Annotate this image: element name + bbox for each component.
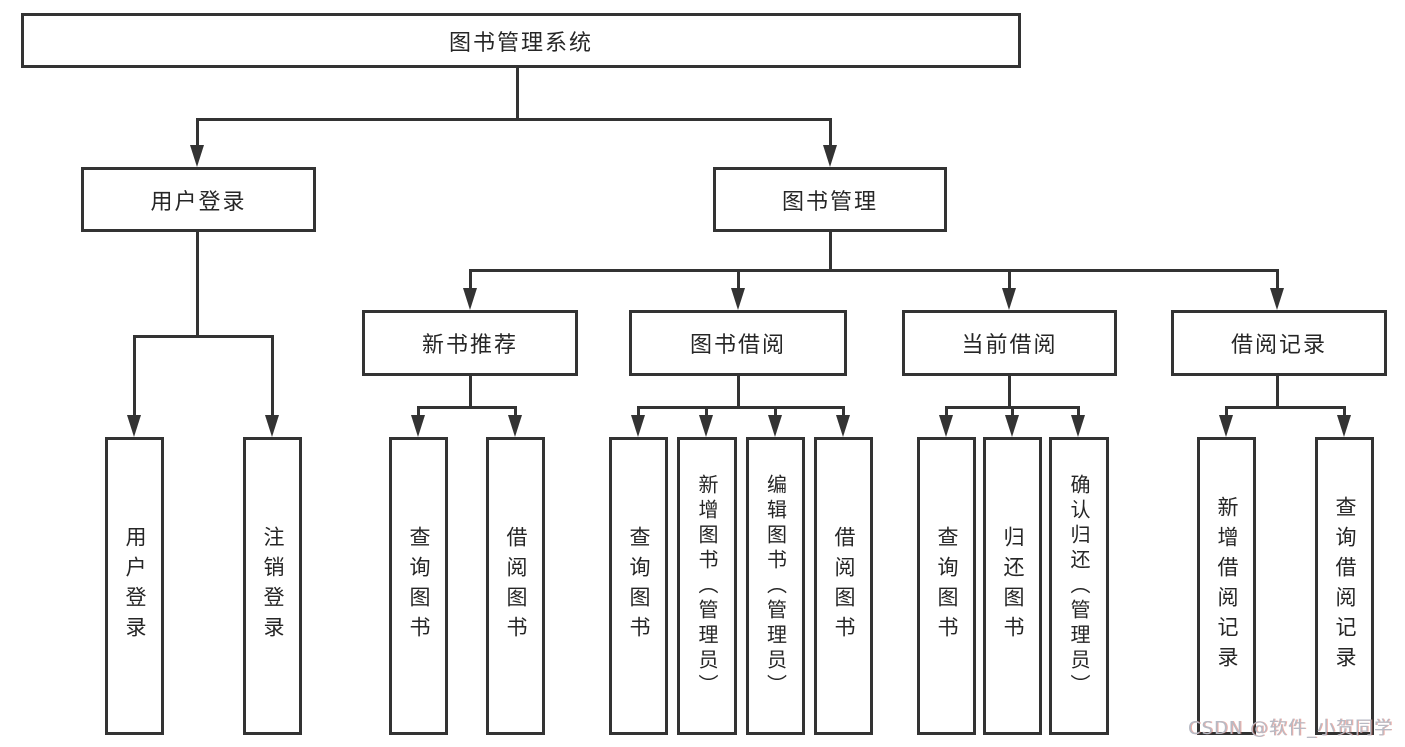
- connector-line: [196, 118, 831, 121]
- connector-line: [133, 335, 274, 338]
- leaf-add-borrow-record: 新增借阅记录: [1197, 437, 1256, 735]
- arrowhead-icon: [411, 415, 425, 437]
- connector-line: [945, 406, 948, 418]
- arrowhead-icon: [463, 288, 477, 310]
- connector-line: [469, 376, 472, 408]
- arrowhead-icon: [1002, 288, 1016, 310]
- connector-line: [514, 406, 517, 418]
- leaf-query-books-current-label: 查询图书: [935, 526, 959, 646]
- connector-line: [829, 118, 832, 147]
- node-new-book-recommend-label: 新书推荐: [421, 333, 518, 358]
- arrowhead-icon: [731, 288, 745, 310]
- node-user-login: 用户登录: [81, 167, 316, 232]
- node-book-management-label: 图书管理: [781, 189, 878, 215]
- leaf-query-books-borrow: 查询图书: [609, 437, 668, 735]
- arrowhead-icon: [1337, 415, 1351, 437]
- connector-line: [1225, 406, 1346, 409]
- connector-line: [133, 335, 136, 418]
- node-borrow-records-label: 借阅记录: [1230, 333, 1327, 358]
- node-borrow-records: 借阅记录: [1171, 310, 1387, 376]
- leaf-borrow-books: 借阅图书: [814, 437, 873, 735]
- node-user-login-label: 用户登录: [150, 189, 247, 215]
- leaf-return-books-label: 归还图书: [1001, 526, 1025, 646]
- arrowhead-icon: [265, 415, 279, 437]
- connector-line: [417, 406, 420, 418]
- arrowhead-icon: [823, 145, 837, 167]
- arrowhead-icon: [190, 145, 204, 167]
- leaf-confirm-return-admin: 确认归还（管理员）: [1049, 437, 1109, 735]
- leaf-add-borrow-record-label: 新增借阅记录: [1215, 496, 1239, 676]
- connector-line: [417, 406, 517, 409]
- connector-line: [705, 406, 708, 418]
- node-root-system: 图书管理系统: [21, 13, 1021, 68]
- leaf-logout-label: 注销登录: [261, 526, 285, 646]
- leaf-logout: 注销登录: [243, 437, 302, 735]
- connector-line: [1276, 269, 1279, 291]
- connector-line: [829, 232, 832, 271]
- connector-line: [271, 335, 274, 418]
- arrowhead-icon: [836, 415, 850, 437]
- node-current-borrow-label: 当前借阅: [961, 333, 1058, 358]
- node-book-borrow: 图书借阅: [629, 310, 847, 376]
- node-root-label: 图书管理系统: [448, 30, 593, 56]
- arrowhead-icon: [631, 415, 645, 437]
- connector-line: [1276, 376, 1279, 408]
- arrowhead-icon: [1071, 415, 1085, 437]
- leaf-borrow-books-label: 借阅图书: [832, 526, 856, 646]
- connector-line: [737, 376, 740, 408]
- connector-line: [1225, 406, 1228, 418]
- connector-line: [1008, 376, 1011, 408]
- leaf-borrow-books-recommend: 借阅图书: [486, 437, 545, 735]
- leaf-edit-books-admin: 编辑图书（管理员）: [746, 437, 805, 735]
- leaf-edit-books-admin-label: 编辑图书（管理员）: [763, 473, 788, 699]
- connector-line: [1077, 406, 1080, 418]
- connector-line: [516, 68, 519, 119]
- leaf-query-borrow-record-label: 查询借阅记录: [1333, 496, 1357, 676]
- connector-line: [774, 406, 777, 418]
- leaf-query-books-current: 查询图书: [917, 437, 976, 735]
- leaf-user-login: 用户登录: [105, 437, 164, 735]
- node-new-book-recommend: 新书推荐: [362, 310, 578, 376]
- leaf-add-books-admin: 新增图书（管理员）: [677, 437, 737, 735]
- node-book-management: 图书管理: [713, 167, 947, 232]
- leaf-query-books-recommend-label: 查询图书: [407, 526, 431, 646]
- connector-line: [842, 406, 845, 418]
- connector-line: [469, 269, 472, 291]
- connector-line: [469, 269, 1279, 272]
- arrowhead-icon: [508, 415, 522, 437]
- arrowhead-icon: [939, 415, 953, 437]
- connector-line: [1343, 406, 1346, 418]
- arrowhead-icon: [1270, 288, 1284, 310]
- arrowhead-icon: [1005, 415, 1019, 437]
- connector-line: [196, 118, 199, 147]
- leaf-query-books-recommend: 查询图书: [389, 437, 448, 735]
- leaf-query-borrow-record: 查询借阅记录: [1315, 437, 1374, 735]
- connector-line: [637, 406, 845, 409]
- node-book-borrow-label: 图书借阅: [689, 333, 786, 358]
- connector-line: [637, 406, 640, 418]
- csdn-watermark: CSDN @软件_小贺同学: [1187, 718, 1393, 739]
- arrowhead-icon: [768, 415, 782, 437]
- connector-line: [196, 232, 199, 338]
- leaf-return-books: 归还图书: [983, 437, 1042, 735]
- leaf-add-books-admin-label: 新增图书（管理员）: [695, 473, 719, 699]
- connector-line: [1008, 269, 1011, 291]
- arrowhead-icon: [1219, 415, 1233, 437]
- leaf-borrow-books-recommend-label: 借阅图书: [504, 526, 528, 646]
- leaf-query-books-borrow-label: 查询图书: [627, 526, 651, 646]
- node-current-borrow: 当前借阅: [902, 310, 1117, 376]
- leaf-confirm-return-admin-label: 确认归还（管理员）: [1067, 473, 1091, 699]
- leaf-user-login-label: 用户登录: [123, 526, 147, 646]
- arrowhead-icon: [699, 415, 713, 437]
- arrowhead-icon: [127, 415, 141, 437]
- connector-line: [737, 269, 740, 291]
- connector-line: [1011, 406, 1014, 418]
